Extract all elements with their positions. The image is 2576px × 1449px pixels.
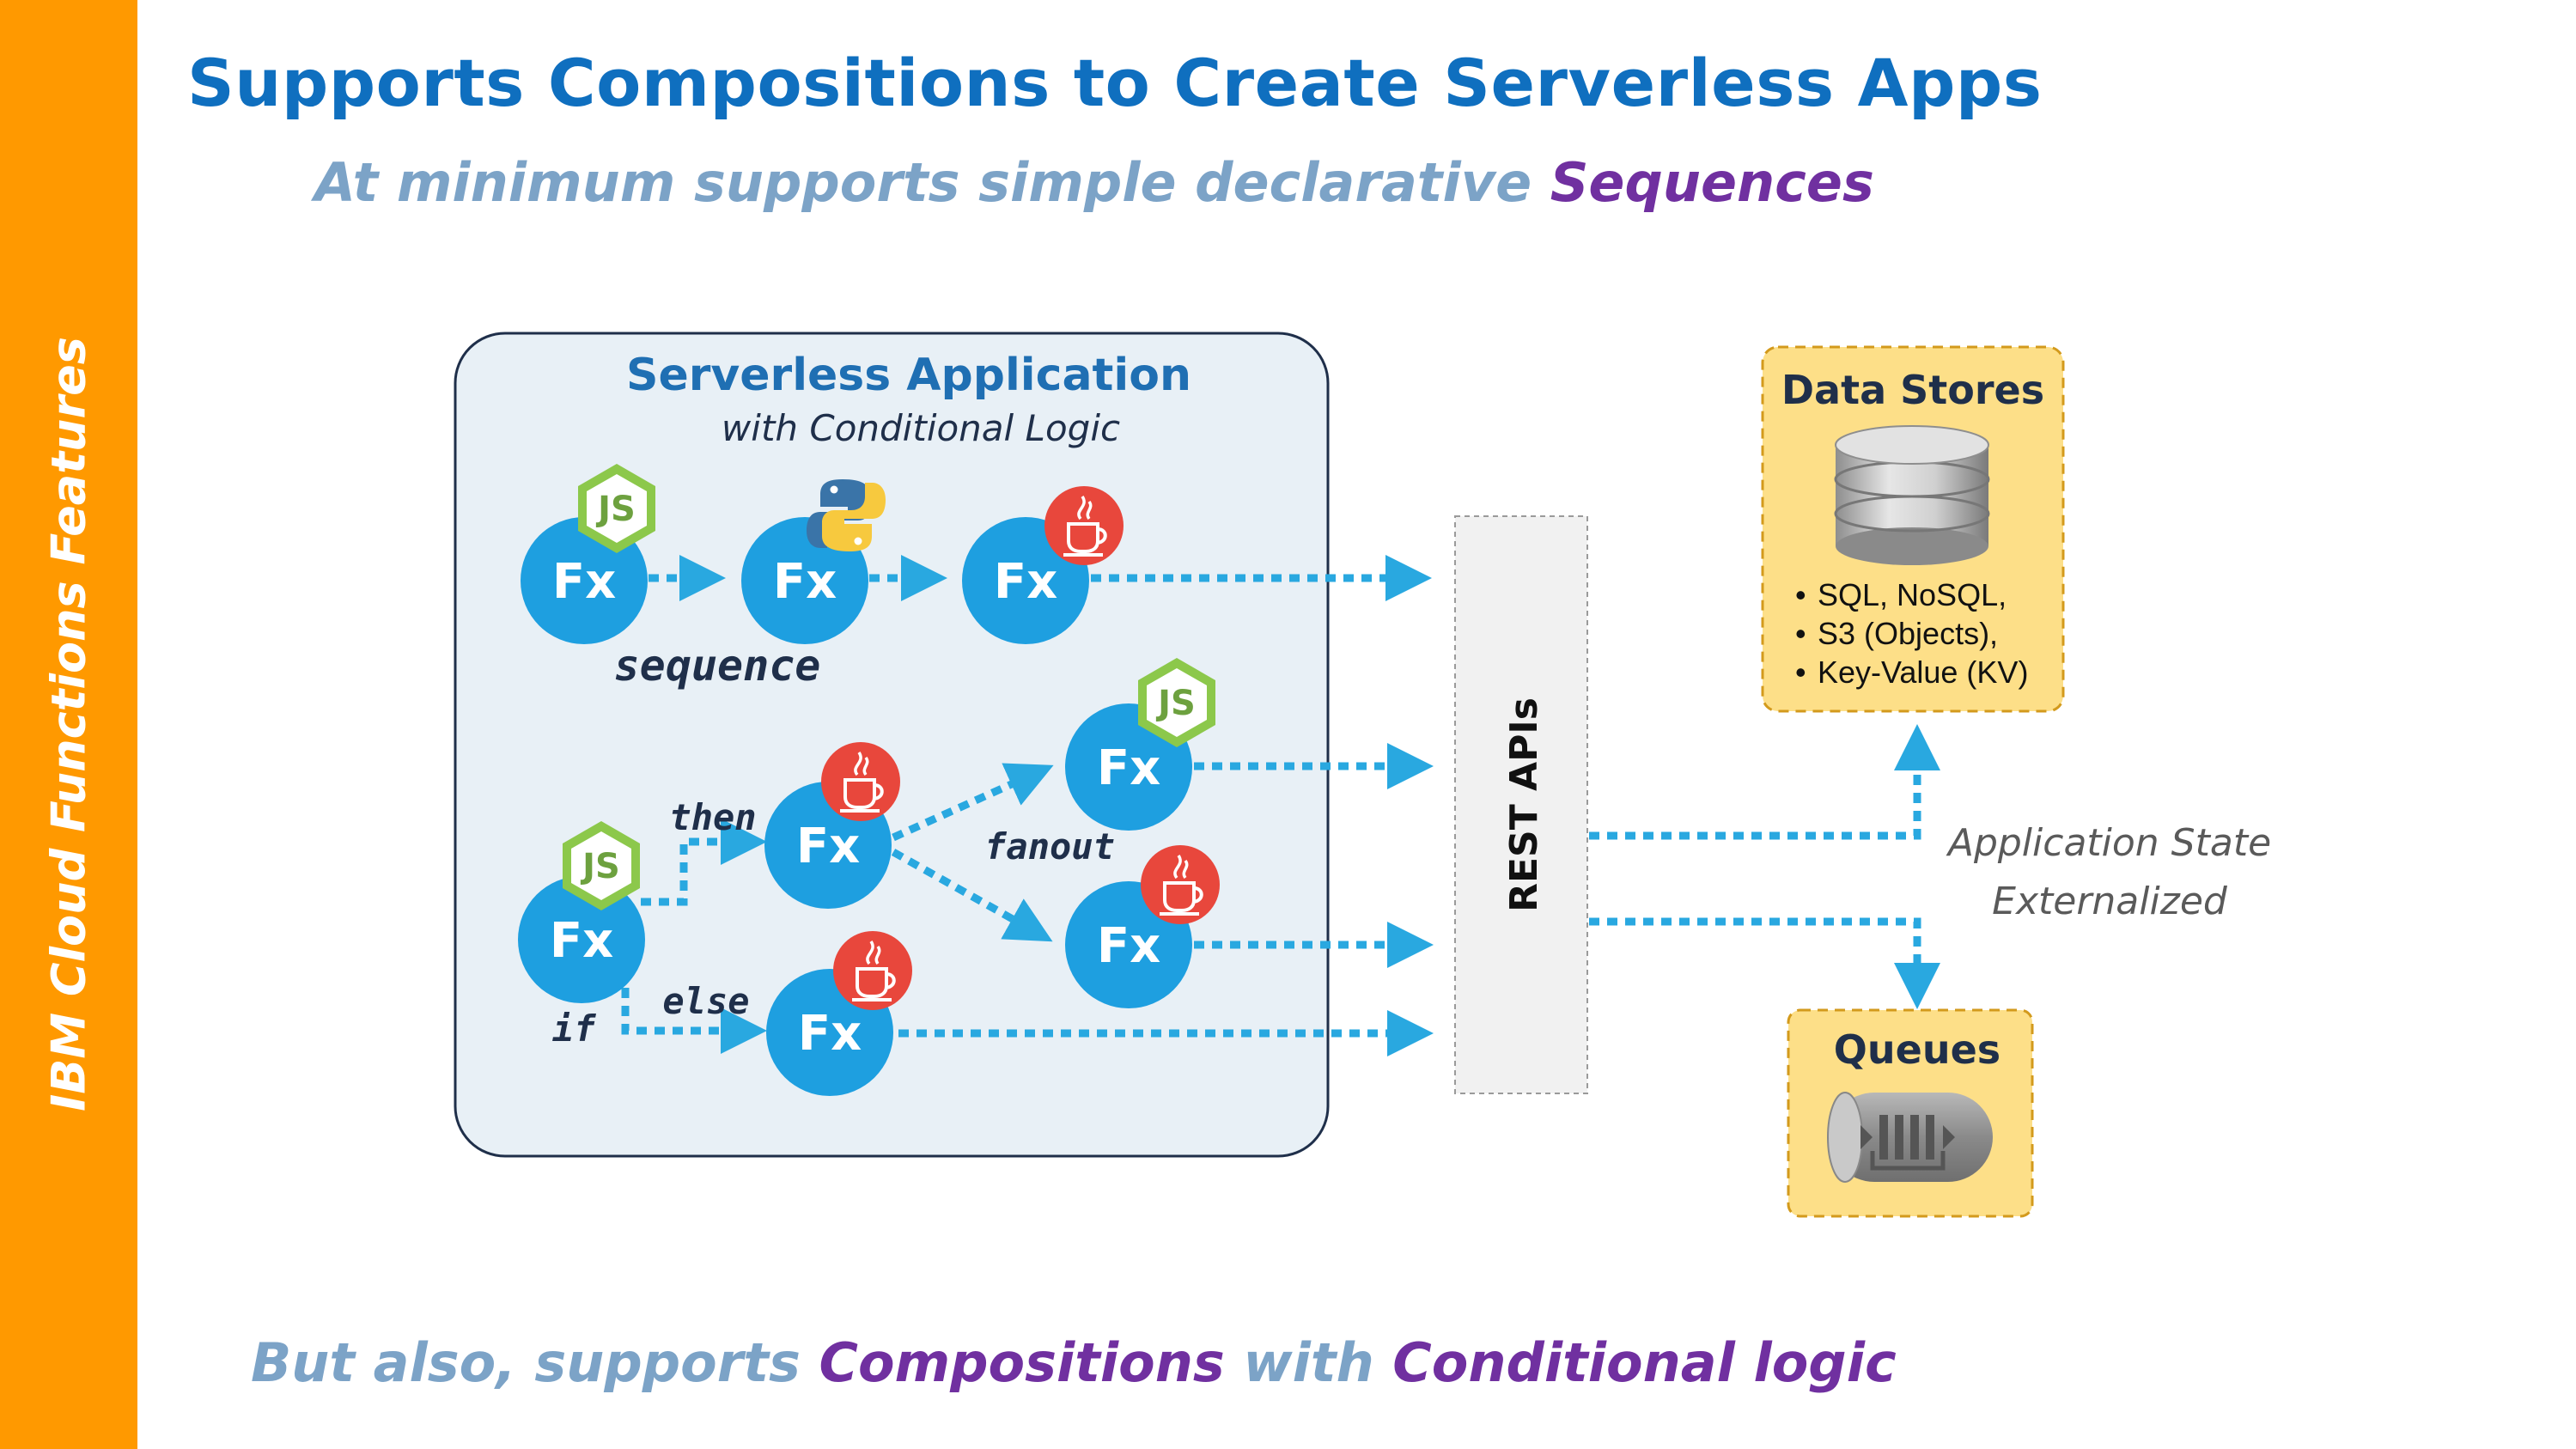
app-box-title: Serverless Application	[626, 350, 1191, 401]
page-title: Supports Compositions to Create Serverle…	[187, 45, 2043, 121]
arrow-rest-queues	[1589, 917, 1940, 1009]
nodejs-icon: JS	[563, 821, 640, 910]
label-fanout: fanout	[984, 825, 1115, 868]
queue-icon	[1827, 1092, 1993, 1183]
state-note-line1: Application State	[1946, 821, 2271, 865]
fx-label: Fx	[550, 913, 613, 969]
function-node-if: Fx	[518, 876, 645, 1003]
java-icon	[1141, 845, 1220, 924]
java-icon	[821, 742, 900, 821]
flow-arrows	[621, 555, 1940, 1056]
fx-label: Fx	[994, 554, 1057, 610]
java-icon	[1044, 486, 1124, 565]
python-icon	[807, 479, 886, 551]
subtitle-text: At minimum supports simple declarative	[314, 151, 1550, 214]
subtitle-accent: Sequences	[1550, 151, 1874, 214]
list-item: SQL, NoSQL,	[1818, 577, 2007, 612]
nodejs-badge-text: JS	[1155, 684, 1196, 723]
footer-note: But also, supports Compositions with Con…	[251, 1331, 1897, 1394]
database-icon	[1834, 425, 1990, 565]
rest-apis-bar	[1454, 515, 1588, 1094]
fx-label: Fx	[773, 554, 837, 610]
footer-accent: Compositions	[819, 1331, 1225, 1394]
fx-label: Fx	[1097, 740, 1160, 796]
arrow-rest-datastores	[1589, 724, 1940, 840]
footer-part: with	[1224, 1331, 1393, 1394]
queues-title: Queues	[1834, 1026, 2001, 1073]
list-bullet: •	[1795, 654, 1806, 690]
label-sequence: sequence	[614, 641, 821, 691]
fx-label: Fx	[796, 819, 860, 874]
fx-label: Fx	[1097, 918, 1160, 974]
rest-apis-label: REST APIs	[1502, 697, 1546, 912]
page-subtitle: At minimum supports simple declarative S…	[314, 151, 1874, 214]
function-node-seq-2: Fx	[741, 517, 868, 644]
list-item: S3 (Objects),	[1818, 616, 1998, 651]
list-item: Key-Value (KV)	[1818, 654, 2028, 690]
label-else: else	[662, 980, 749, 1022]
sidebar: IBM Cloud Functions Features	[0, 0, 137, 1449]
fx-label: Fx	[552, 554, 616, 610]
nodejs-icon: JS	[578, 464, 655, 553]
list-bullet: •	[1795, 577, 1806, 612]
nodejs-icon: JS	[1138, 658, 1215, 747]
list-bullet: •	[1795, 616, 1806, 651]
footer-part: But also, supports	[251, 1331, 819, 1394]
arrow-fanout-down	[891, 849, 1053, 942]
nodejs-badge-text: JS	[580, 847, 620, 886]
label-if: if	[552, 1008, 596, 1050]
state-note-line2: Externalized	[1992, 880, 2228, 923]
nodejs-badge-text: JS	[595, 490, 636, 529]
data-stores-title: Data Stores	[1781, 367, 2044, 413]
data-stores-list: • SQL, NoSQL, • S3 (Objects), • Key-Valu…	[1795, 577, 2028, 690]
arrow-fanout-up	[892, 763, 1054, 842]
footer-accent: Conditional logic	[1392, 1331, 1897, 1394]
app-box-subtitle: with Conditional Logic	[722, 407, 1120, 449]
label-then: then	[669, 796, 756, 838]
arrow-if-else	[621, 988, 767, 1054]
fx-label: Fx	[798, 1006, 862, 1062]
java-icon	[833, 931, 912, 1010]
arrow-if-then	[641, 819, 767, 906]
